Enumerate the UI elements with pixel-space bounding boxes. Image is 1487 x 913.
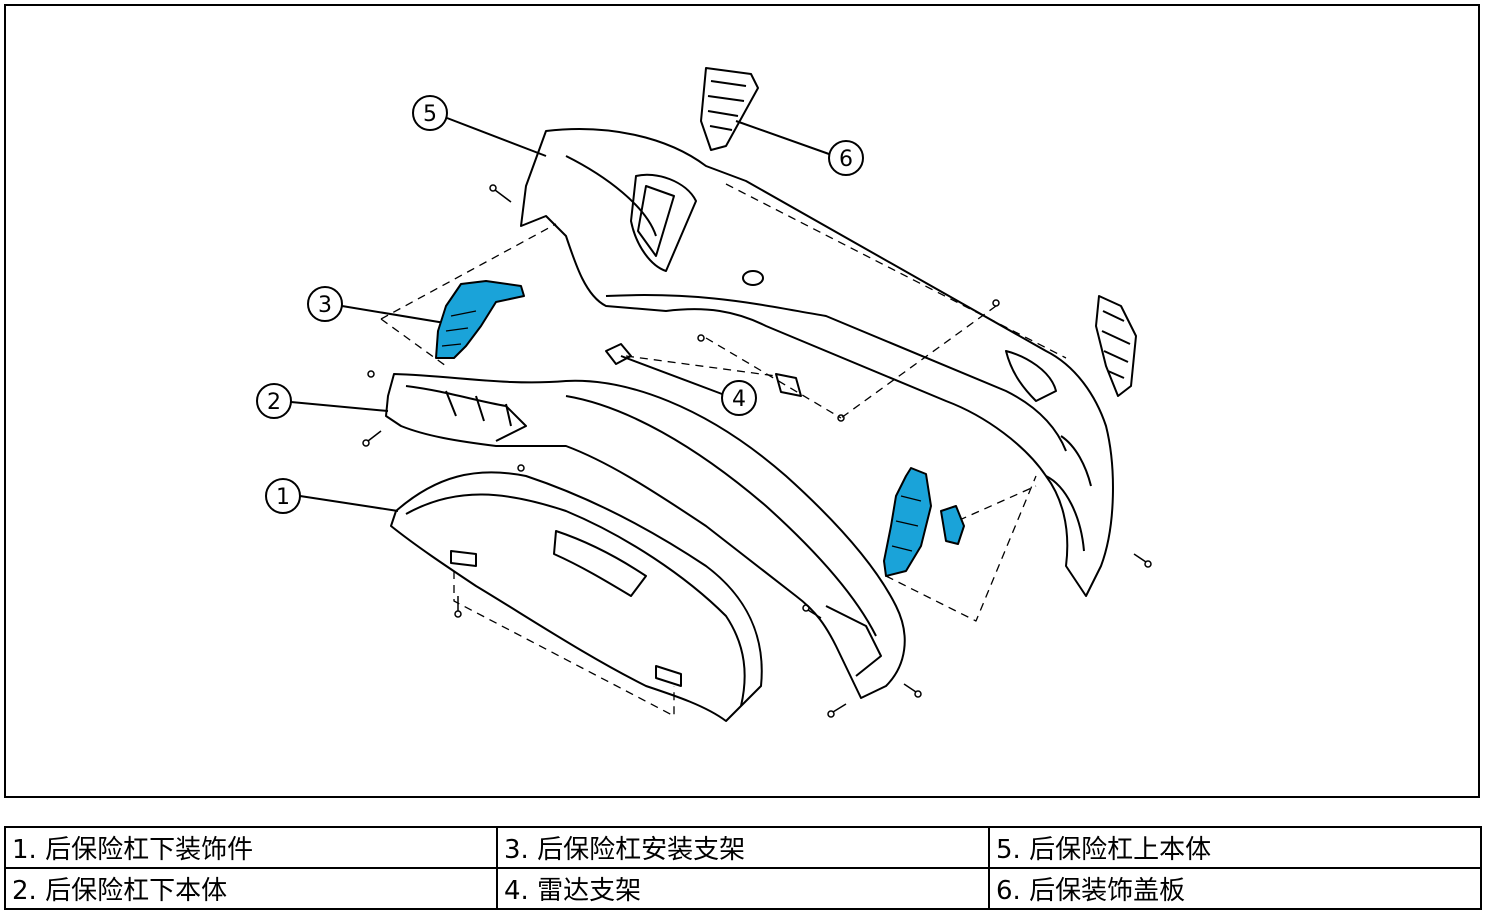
legend-cell-1: 1. 后保险杠下装饰件 xyxy=(4,826,498,869)
legend-cell-3: 3. 后保险杠安装支架 xyxy=(496,826,990,869)
callout-2-number: 2 xyxy=(267,390,281,415)
callout-4-number: 4 xyxy=(732,387,746,412)
callout-4 xyxy=(620,355,757,416)
callout-6-number: 6 xyxy=(839,147,853,172)
legend-cell-6: 6. 后保装饰盖板 xyxy=(988,867,1482,910)
callout-1-number: 1 xyxy=(276,485,290,510)
legend-cell-5: 5. 后保险杠上本体 xyxy=(988,826,1482,869)
callout-3-number: 3 xyxy=(318,293,332,318)
callout-3 xyxy=(307,286,452,325)
radar-bracket-left xyxy=(605,343,632,365)
radar-bracket-right xyxy=(775,373,802,397)
decorative-cover-plate-right xyxy=(1095,295,1137,397)
mounting-bracket-right xyxy=(883,467,932,577)
lower-trim xyxy=(390,471,763,722)
legend-cell-2: 2. 后保险杠下本体 xyxy=(4,867,498,910)
callout-5 xyxy=(412,95,547,157)
callout-1 xyxy=(265,478,399,514)
callout-2 xyxy=(256,383,389,419)
exploded-diagram: 5 6 3 2 1 4 xyxy=(4,4,1480,798)
legend-row: 2. 后保险杠下本体 4. 雷达支架 6. 后保装饰盖板 xyxy=(4,867,1482,910)
upper-bumper-body xyxy=(520,128,1114,597)
parts-legend-table: 1. 后保险杠下装饰件 3. 后保险杠安装支架 5. 后保险杠上本体 2. 后保… xyxy=(4,826,1482,910)
callout-6 xyxy=(735,120,864,176)
decorative-cover-plate-left xyxy=(700,67,759,151)
legend-cell-4: 4. 雷达支架 xyxy=(496,867,990,910)
assembly-dashed-lines xyxy=(380,183,1067,717)
lower-bumper-body xyxy=(385,373,906,699)
mounting-bracket-left xyxy=(435,280,525,359)
callout-5-number: 5 xyxy=(423,102,437,127)
radar-bracket-blue xyxy=(940,505,965,545)
legend-row: 1. 后保险杠下装饰件 3. 后保险杠安装支架 5. 后保险杠上本体 xyxy=(4,826,1482,869)
diagram-canvas: 5 6 3 2 1 4 xyxy=(256,67,1152,722)
